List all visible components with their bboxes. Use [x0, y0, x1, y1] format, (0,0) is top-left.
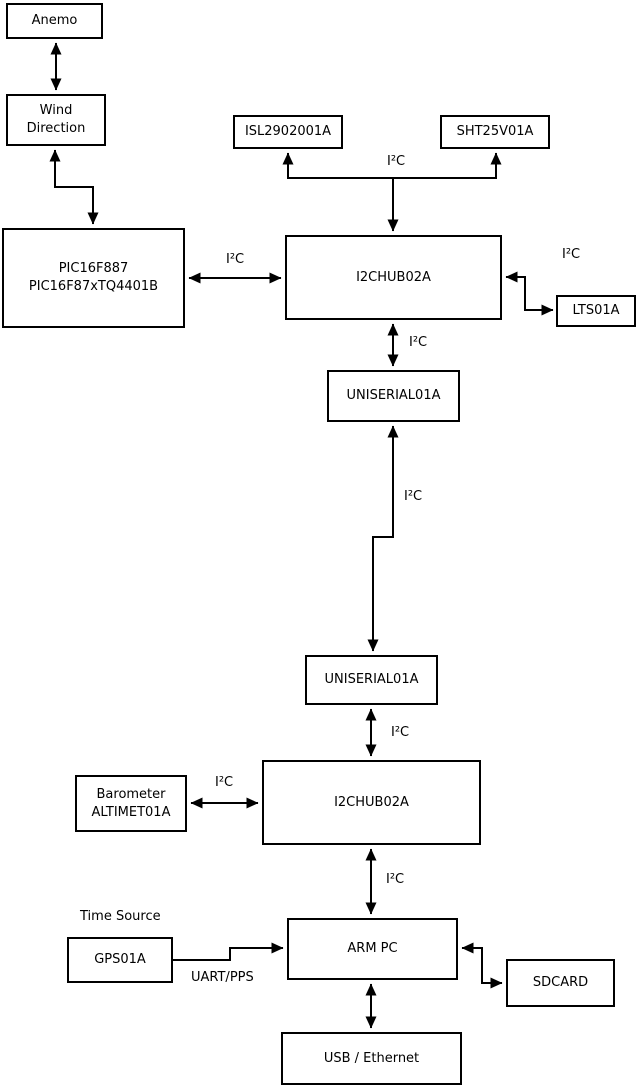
edge-uniserial1-uniserial2 — [367, 425, 399, 652]
node-anemo-label: Anemo — [31, 13, 78, 29]
node-barometer-altimet01a-label: Barometer ALTIMET01A — [91, 786, 171, 820]
node-pic16f887-label: PIC16F887 PIC16F87xTQ4401B — [28, 261, 159, 294]
node-lts01a-label: LTS01A — [572, 303, 620, 319]
node-isl2902001a: ISL2902001A — [233, 115, 343, 149]
node-i2chub02a-bottom: I2CHUB02A — [262, 760, 481, 845]
label-i2c-hub2-armpc: I²C — [386, 872, 405, 887]
node-pic16f887: PIC16F887 PIC16F87xTQ4401B — [2, 228, 185, 328]
node-uniserial01a-1: UNISERIAL01A — [327, 370, 460, 422]
label-i2c-uniserial-link: I²C — [404, 489, 423, 504]
label-time-source: Time Source — [80, 909, 161, 924]
node-arm-pc: ARM PC — [287, 918, 458, 980]
node-sht25v01a-label: SHT25V01A — [456, 124, 534, 140]
node-i2chub02a-top-label: I2CHUB02A — [356, 269, 431, 285]
edge-winddirection-pic — [49, 149, 99, 225]
node-anemo: Anemo — [6, 3, 103, 39]
node-usb-ethernet: USB / Ethernet — [281, 1032, 462, 1085]
node-sdcard-label: SDCARD — [532, 975, 589, 991]
node-wind-direction-label: Wind Direction — [26, 103, 86, 136]
node-gps01a-label: GPS01A — [94, 952, 146, 968]
edge-gps-armpc — [173, 942, 284, 961]
label-uart-pps: UART/PPS — [191, 970, 254, 985]
node-wind-direction: Wind Direction — [6, 94, 106, 146]
label-i2c-barometer-hub2: I²C — [215, 775, 234, 790]
node-isl2902001a-label: ISL2902001A — [244, 124, 332, 140]
label-i2c-pic-hub1: I²C — [226, 252, 245, 267]
node-i2chub02a-bottom-label: I2CHUB02A — [334, 794, 409, 810]
edge-hub1-lts — [505, 271, 554, 316]
label-i2c-sensors: I²C — [387, 154, 406, 169]
node-sht25v01a: SHT25V01A — [440, 115, 550, 149]
node-barometer-altimet01a: Barometer ALTIMET01A — [75, 775, 187, 832]
label-i2c-uniserial2-hub2: I²C — [391, 725, 410, 740]
node-lts01a: LTS01A — [556, 295, 636, 327]
node-uniserial01a-2-label: UNISERIAL01A — [324, 672, 419, 688]
node-uniserial01a-1-label: UNISERIAL01A — [346, 388, 441, 404]
node-sdcard: SDCARD — [506, 959, 615, 1007]
node-uniserial01a-2: UNISERIAL01A — [305, 655, 438, 705]
edge-armpc-sdcard — [461, 942, 503, 989]
label-i2c-hub1-uniserial1: I²C — [409, 335, 428, 350]
node-usb-ethernet-label: USB / Ethernet — [323, 1050, 420, 1066]
label-i2c-hub1-lts: I²C — [562, 247, 581, 262]
node-i2chub02a-top: I2CHUB02A — [285, 235, 502, 320]
node-gps01a: GPS01A — [67, 937, 173, 983]
node-arm-pc-label: ARM PC — [347, 941, 398, 957]
